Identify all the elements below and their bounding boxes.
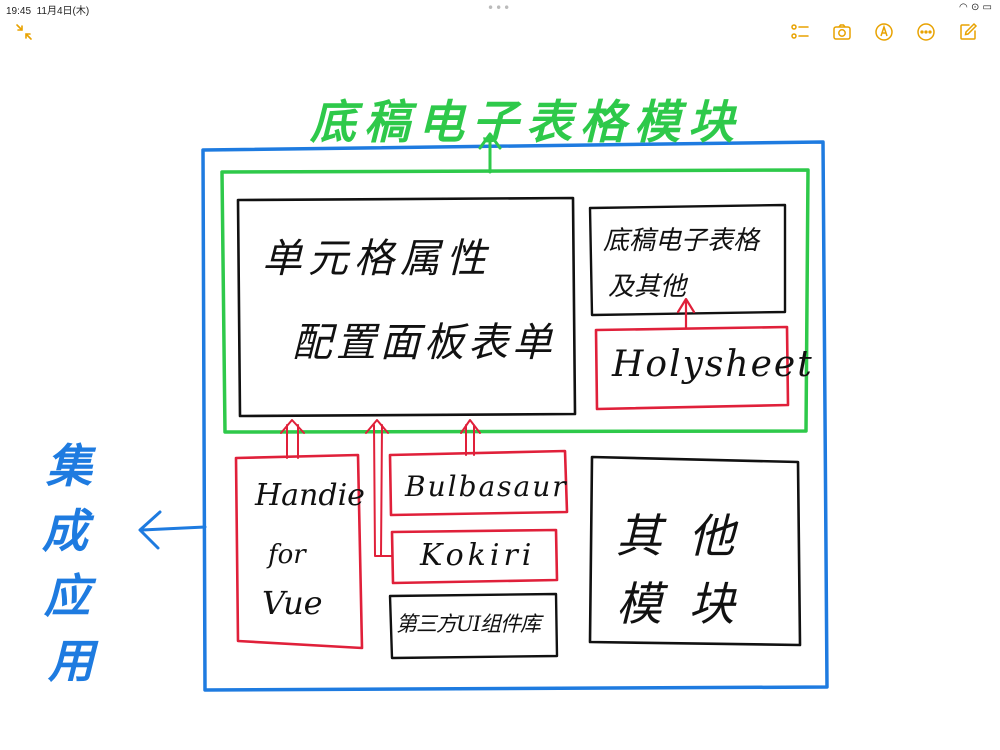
- bulbasaur-box: [388, 449, 569, 517]
- checklist-icon[interactable]: [790, 22, 810, 42]
- cell-panel-line-2: 配置面板表单: [292, 320, 556, 366]
- handie-line-2: for: [268, 540, 306, 570]
- side-label-2: 成: [42, 504, 88, 558]
- cell-panel-box: [236, 196, 577, 418]
- system-indicators: ◠ ⊙ ▭: [959, 2, 992, 13]
- lock-rotation-icon: ⊙: [970, 2, 980, 13]
- side-label-4: 用: [48, 634, 94, 688]
- handie-box: [234, 453, 364, 650]
- module-frame: [220, 168, 810, 434]
- other-module-line-1: 其 他: [616, 509, 741, 563]
- status-time: 19:45 11月4日(木): [6, 6, 90, 17]
- side-label-1: 集: [46, 439, 92, 493]
- third-party-label: 第三方UI组件库: [396, 612, 541, 636]
- other-module-line-2: 模 块: [616, 577, 741, 631]
- holysheet-arrow: [676, 297, 696, 330]
- kokiri-arrow: [365, 419, 393, 557]
- kokiri-box: [390, 528, 559, 585]
- battery-icon: ▭: [982, 2, 992, 13]
- handie-arrow: [280, 419, 305, 459]
- holysheet-label: Holysheet: [612, 344, 814, 385]
- handie-line-1: Handie: [255, 478, 365, 513]
- cell-panel-line-1: 单元格属性: [262, 236, 492, 282]
- wifi-icon: ◠: [959, 2, 968, 13]
- camera-icon[interactable]: [832, 22, 852, 42]
- integration-arrow: [138, 510, 207, 550]
- third-party-box: [388, 592, 559, 660]
- bulbasaur-arrow: [460, 419, 481, 456]
- sheet-other-line-2: 及其他: [608, 272, 687, 302]
- outer-frame: [201, 140, 829, 692]
- title-arrow: [478, 132, 502, 174]
- holysheet-box: [594, 325, 790, 411]
- sheet-other-line-1: 底稿电子表格: [603, 226, 760, 256]
- diagram-title: 底稿电子表格模块: [310, 95, 742, 149]
- other-module-box: [588, 455, 802, 647]
- kokiri-label: Kokiri: [420, 538, 536, 573]
- side-label-3: 应: [44, 569, 90, 623]
- bulbasaur-label: Bulbasaur: [405, 470, 568, 503]
- status-bar: 19:45 11月4日(木) ••• ◠ ⊙ ▭: [0, 0, 1000, 20]
- collapse-arrows-icon[interactable]: [14, 22, 34, 42]
- more-icon[interactable]: [916, 22, 936, 42]
- handie-line-3: Vue: [262, 584, 323, 622]
- markup-pen-icon[interactable]: [874, 22, 894, 42]
- compose-icon[interactable]: [958, 22, 978, 42]
- sheet-other-box: [588, 203, 787, 317]
